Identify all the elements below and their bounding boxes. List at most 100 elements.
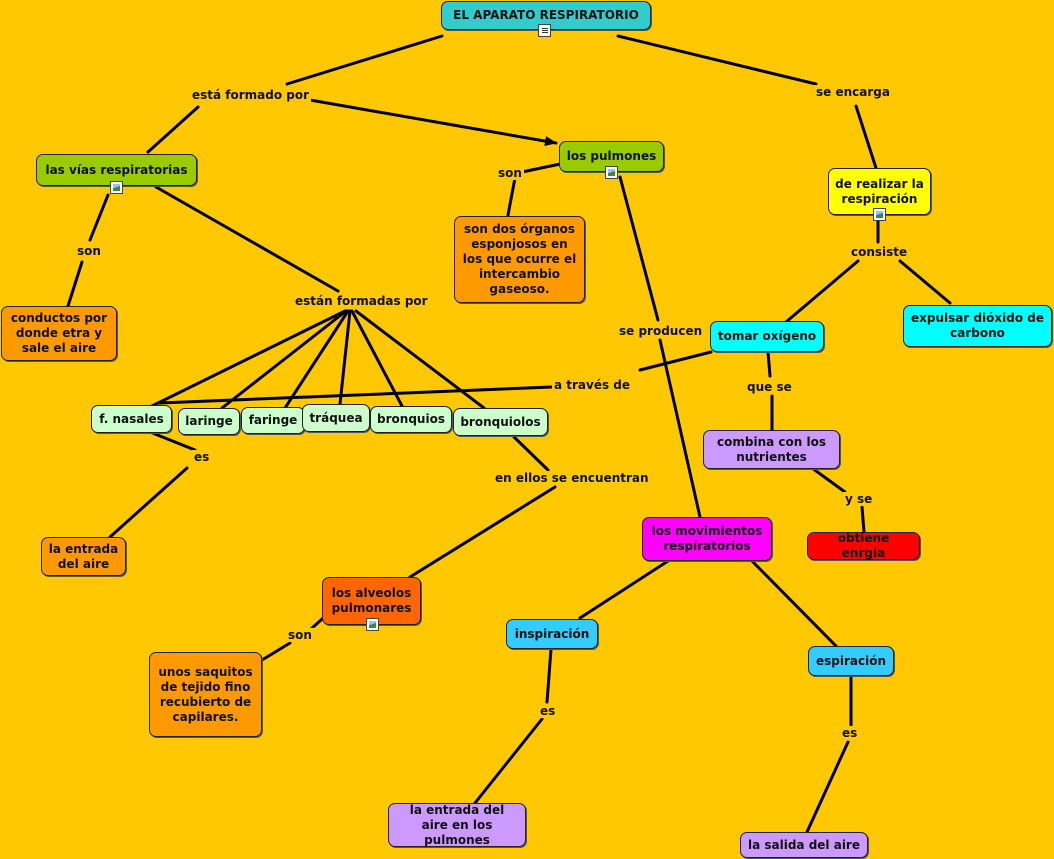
node-entrada-text: la entrada del aire — [48, 541, 119, 571]
node-conductos[interactable]: conductos por donde etra y sale el aire — [1, 306, 117, 361]
connector — [148, 430, 197, 452]
link-label-y-se: y se — [843, 492, 875, 506]
connector — [150, 309, 347, 408]
node-movimientos[interactable]: los movimientos respiratorios — [642, 517, 772, 561]
node-saquitos-text: unos saquitos de tejido fino recubierto … — [158, 664, 253, 724]
connector — [638, 350, 713, 372]
link-label-son-pulmones: son — [496, 166, 524, 180]
node-realizar[interactable]: de realizar la respiración — [828, 168, 931, 215]
node-saquitos[interactable]: unos saquitos de tejido fino recubierto … — [149, 652, 262, 737]
connector — [308, 98, 558, 147]
link-label-encarga: se encarga — [814, 85, 892, 99]
connector — [784, 259, 860, 324]
node-conductos-text: conductos por donde etra y sale el aire — [10, 311, 108, 355]
connector — [766, 350, 772, 378]
connector — [860, 505, 866, 534]
node-tomar[interactable]: tomar oxígeno — [710, 321, 824, 352]
node-traquea[interactable]: tráquea — [302, 404, 370, 432]
connector — [283, 309, 350, 410]
node-vias-text: las vías respiratorias — [45, 162, 188, 177]
link-label-formado: está formado por — [190, 88, 312, 102]
node-energia-text: obtiene enrgía — [837, 531, 890, 560]
node-combina-text: combina con los nutrientes — [717, 434, 826, 464]
connector — [66, 260, 84, 308]
node-vias[interactable]: las vías respiratorias — [36, 154, 197, 186]
connector — [260, 641, 292, 662]
connector — [88, 193, 110, 242]
node-organos[interactable]: son dos órganos esponjosos en los que oc… — [454, 216, 585, 303]
connector — [898, 259, 952, 305]
connector — [108, 466, 189, 539]
connector — [520, 161, 567, 174]
node-movimientos-text: los movimientos respiratorios — [651, 524, 763, 553]
link-label-que-se: que se — [745, 380, 794, 394]
connector — [146, 105, 200, 154]
node-title-text: EL APARATO RESPIRATORIO — [453, 8, 639, 22]
image-icon[interactable] — [110, 181, 123, 194]
node-energia[interactable]: obtiene enrgía — [807, 531, 920, 560]
connector — [810, 466, 847, 494]
link-label-son-alveolos: son — [286, 628, 314, 642]
connector — [285, 34, 444, 86]
node-expulsar[interactable]: expulsar dióxido de carbono — [903, 305, 1052, 347]
node-pulmones-text: los pulmones — [566, 149, 657, 163]
node-laringe-text: laringe — [185, 414, 233, 428]
node-bronquios-text: bronquios — [377, 412, 445, 426]
node-combina[interactable]: combina con los nutrientes — [703, 430, 840, 469]
node-faringe-text: faringe — [248, 413, 298, 427]
node-alveolos-text: los alveolos pulmonares — [331, 586, 412, 615]
node-espiracion[interactable]: espiración — [808, 646, 894, 676]
node-inspiracion-text: inspiración — [514, 626, 590, 641]
connector — [578, 559, 670, 620]
connector — [805, 740, 850, 834]
link-label-traves: a través de — [552, 378, 633, 392]
node-pulmones[interactable]: los pulmones — [559, 141, 664, 172]
node-espiracion-text: espiración — [815, 653, 886, 668]
connector — [616, 34, 818, 86]
node-salida-text: la salida del aire — [747, 837, 860, 852]
node-bronquiolos-text: bronquiolos — [460, 414, 541, 429]
image-icon[interactable] — [873, 208, 886, 221]
node-expulsar-text: expulsar dióxido de carbono — [910, 311, 1044, 340]
node-organos-text: son dos órganos esponjosos en los que oc… — [462, 222, 577, 296]
link-label-ellos: en ellos se encuentran — [493, 471, 651, 485]
link-label-formadas: están formadas por — [293, 294, 430, 308]
link-label-es-inspiracion: es — [538, 704, 558, 718]
node-tomar-text: tomar oxígeno — [717, 329, 817, 343]
link-label-consiste: consiste — [849, 245, 910, 259]
node-alveolos[interactable]: los alveolos pulmonares — [322, 577, 421, 625]
node-inspiracion[interactable]: inspiración — [506, 619, 598, 649]
connector — [220, 309, 348, 410]
node-entrada-pulmones-text: la entrada del aire en los pulmones — [409, 802, 505, 847]
link-label-es-nasales: es — [192, 450, 212, 464]
connector — [750, 559, 838, 648]
node-bronquios[interactable]: bronquios — [370, 406, 452, 433]
document-icon[interactable] — [538, 24, 551, 37]
node-traquea-text: tráquea — [309, 410, 363, 425]
connector — [338, 309, 352, 406]
connector — [618, 175, 660, 322]
connector — [473, 717, 544, 805]
link-label-producen: se producen — [617, 324, 705, 338]
image-icon[interactable] — [366, 618, 379, 631]
node-entrada-pulmones[interactable]: la entrada del aire en los pulmones — [388, 803, 526, 847]
link-label-son-vias: son — [75, 244, 103, 258]
node-nasales-text: f. nasales — [99, 411, 164, 426]
node-faringe[interactable]: faringe — [241, 407, 305, 434]
connector — [658, 338, 702, 519]
connector — [158, 385, 554, 405]
node-laringe[interactable]: laringe — [178, 408, 240, 435]
connector — [545, 647, 553, 704]
node-bronquiolos[interactable]: bronquiolos — [453, 408, 548, 436]
node-entrada[interactable]: la entrada del aire — [41, 537, 126, 576]
connector — [350, 309, 404, 408]
connector — [854, 104, 878, 170]
image-icon[interactable] — [605, 166, 618, 179]
node-nasales[interactable]: f. nasales — [91, 405, 172, 433]
node-salida[interactable]: la salida del aire — [740, 832, 868, 858]
node-realizar-text: de realizar la respiración — [835, 176, 924, 206]
connector — [354, 309, 486, 410]
link-label-es-espiracion: es — [840, 726, 860, 740]
